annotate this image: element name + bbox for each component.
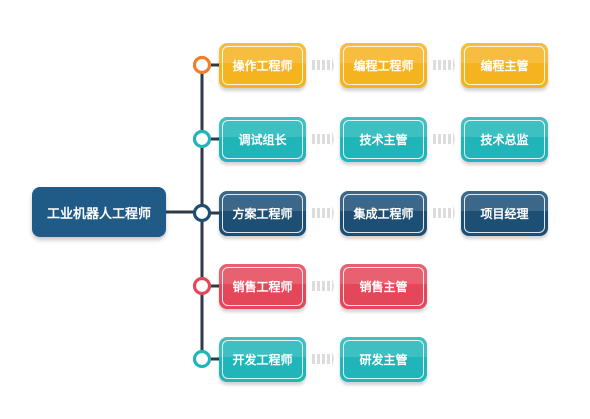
career-node-label: 操作工程师 <box>232 58 293 73</box>
arrow-segment <box>433 134 436 144</box>
arrow-segment <box>322 134 325 144</box>
career-node-label: 编程工程师 <box>353 58 414 73</box>
arrow-segment <box>433 208 436 218</box>
arrow-head <box>453 205 455 221</box>
arrow-head <box>453 131 455 147</box>
career-node-label: 技术总监 <box>480 132 529 147</box>
career-node-label: 销售主管 <box>359 279 408 294</box>
flow-arrow <box>312 131 334 147</box>
arrow-head <box>453 57 455 73</box>
arrow-segment <box>317 208 320 218</box>
arrow-segment <box>433 60 436 70</box>
arrow-segment <box>327 134 330 144</box>
career-node: 研发主管 <box>340 336 427 382</box>
arrow-segment <box>312 134 315 144</box>
arrow-segment <box>438 134 441 144</box>
flow-arrow <box>312 57 334 73</box>
career-node-label: 调试组长 <box>238 132 287 147</box>
arrow-head <box>332 205 334 221</box>
career-node-label: 项目经理 <box>480 206 529 221</box>
arrow-segment <box>443 134 446 144</box>
branch-dots <box>192 55 212 369</box>
arrow-segment <box>438 208 441 218</box>
career-node-label: 编程主管 <box>480 58 529 73</box>
arrow-segment <box>312 60 315 70</box>
career-node: 编程主管 <box>461 42 548 88</box>
arrow-segment <box>443 60 446 70</box>
career-node-label: 销售工程师 <box>232 279 293 294</box>
career-node: 方案工程师 <box>219 190 306 236</box>
connectors <box>166 63 219 361</box>
arrows <box>312 57 455 367</box>
flow-arrow <box>433 131 455 147</box>
arrow-segment <box>312 354 315 364</box>
career-node: 开发工程师 <box>219 336 306 382</box>
arrow-segment <box>312 208 315 218</box>
arrow-segment <box>322 208 325 218</box>
arrow-segment <box>327 60 330 70</box>
arrow-segment <box>438 60 441 70</box>
career-node: 调试组长 <box>219 116 306 162</box>
career-node: 销售工程师 <box>219 263 306 309</box>
flow-arrow <box>312 278 334 294</box>
arrow-segment <box>317 354 320 364</box>
arrow-segment <box>327 354 330 364</box>
career-node-label: 集成工程师 <box>353 206 414 221</box>
career-node-label: 开发工程师 <box>232 352 293 367</box>
career-node: 项目经理 <box>461 190 548 236</box>
flow-arrow <box>433 57 455 73</box>
root-node-label: 工业机器人工程师 <box>46 206 151 222</box>
career-node: 操作工程师 <box>219 42 306 88</box>
arrow-head <box>332 351 334 367</box>
arrow-segment <box>327 208 330 218</box>
root-node: 工业机器人工程师 <box>32 187 166 237</box>
flow-arrow <box>433 205 455 221</box>
career-node: 技术主管 <box>340 116 427 162</box>
arrow-segment <box>322 281 325 291</box>
career-node: 技术总监 <box>461 116 548 162</box>
arrow-segment <box>448 134 451 144</box>
branch-dot <box>192 203 212 223</box>
career-node-label: 研发主管 <box>359 352 408 367</box>
career-node-label: 技术主管 <box>359 132 408 147</box>
career-node: 编程工程师 <box>340 42 427 88</box>
arrow-segment <box>443 208 446 218</box>
branch-dot <box>192 55 212 75</box>
arrow-segment <box>322 60 325 70</box>
career-node: 销售主管 <box>340 263 427 309</box>
branch-dot <box>192 129 212 149</box>
arrow-segment <box>322 354 325 364</box>
arrow-head <box>332 57 334 73</box>
career-node: 集成工程师 <box>340 190 427 236</box>
arrow-segment <box>317 60 320 70</box>
flow-arrow <box>312 351 334 367</box>
arrow-segment <box>317 134 320 144</box>
arrow-segment <box>448 208 451 218</box>
flow-arrow <box>312 205 334 221</box>
career-node-label: 方案工程师 <box>232 206 293 221</box>
arrow-segment <box>312 281 315 291</box>
arrow-segment <box>327 281 330 291</box>
arrow-segment <box>317 281 320 291</box>
branch-dot <box>192 349 212 369</box>
arrow-head <box>332 131 334 147</box>
branch-dot <box>192 276 212 296</box>
arrow-head <box>332 278 334 294</box>
arrow-segment <box>448 60 451 70</box>
